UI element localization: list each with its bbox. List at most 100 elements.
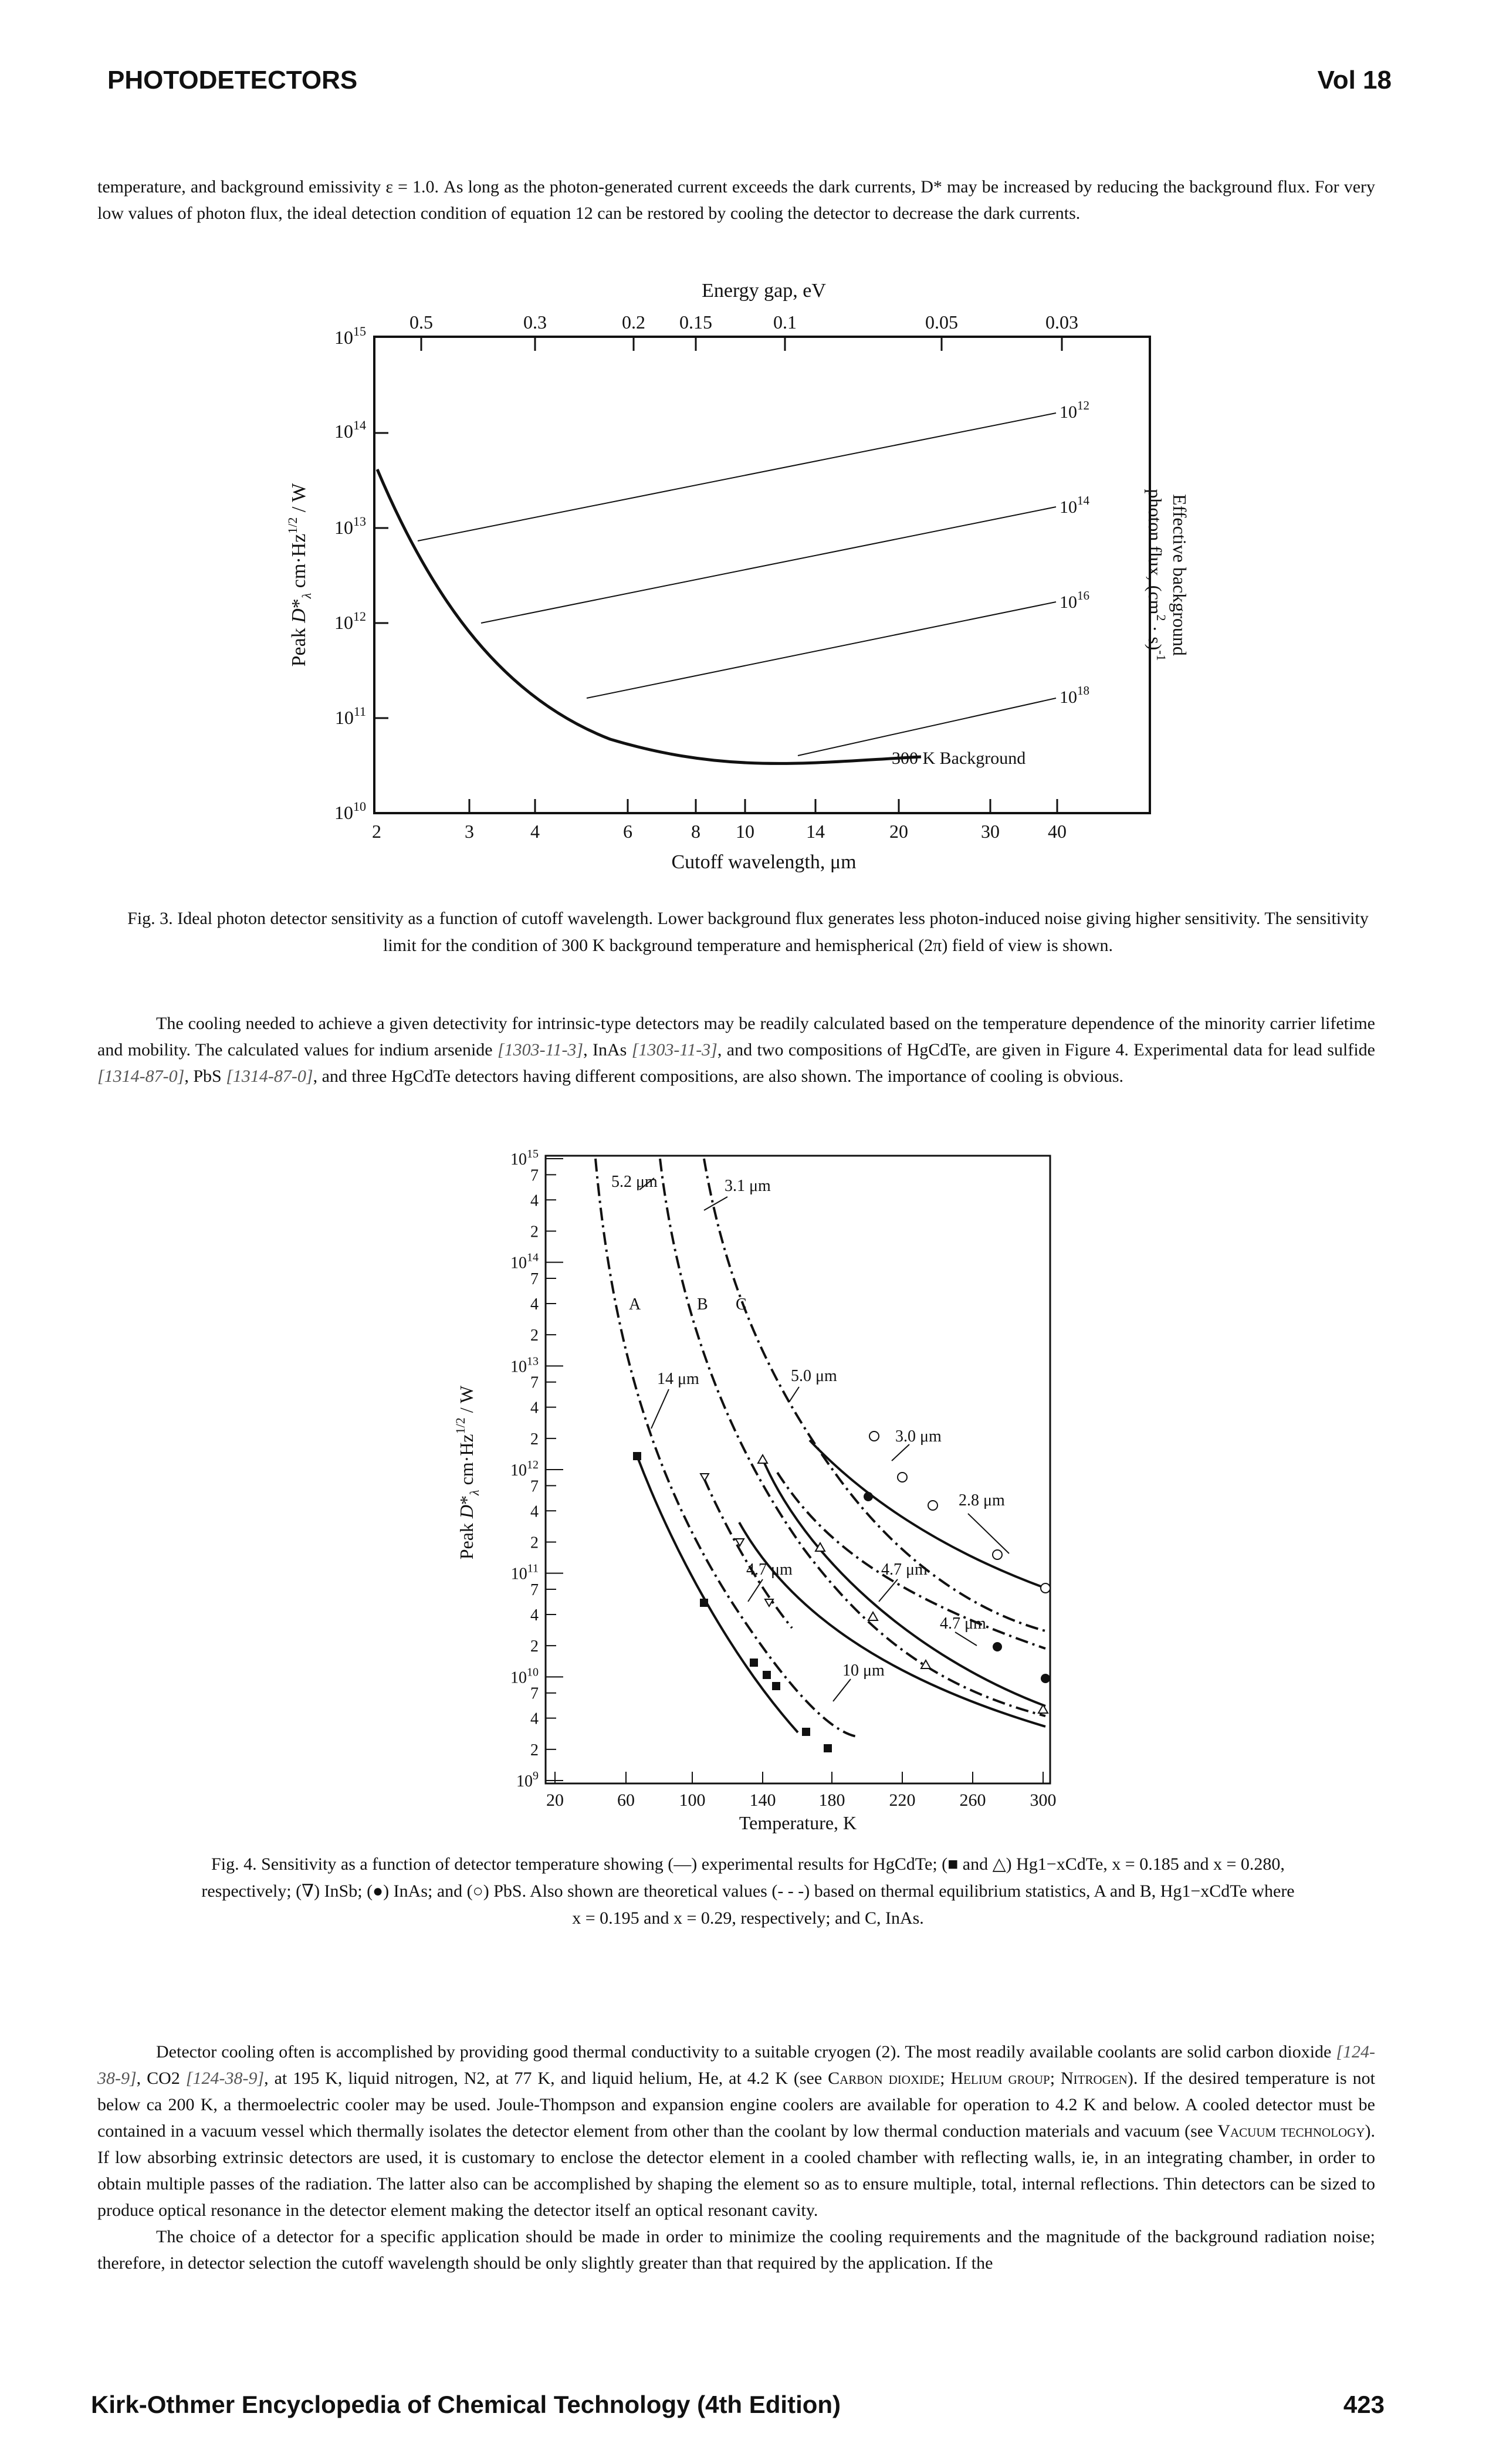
bottom-paragraphs: Detector cooling often is accomplished b… <box>97 2039 1375 2276</box>
fig4-x-tick-4: 180 <box>819 1791 845 1810</box>
fig4-y-tick-label: 4 <box>530 1606 539 1624</box>
fig3-x-tick-1: 3 <box>465 821 474 842</box>
running-header-volume: Vol 18 <box>1317 66 1392 94</box>
fig4-y-tick-label: 2 <box>530 1326 539 1345</box>
fig3-y-axis-label: Peak D*λ cm·Hz1/2 / W <box>285 483 314 667</box>
fig4-x-tick-3: 140 <box>750 1791 776 1810</box>
fig3-right-label-2: photon flux, (cm2 · s)-1 <box>1145 489 1169 661</box>
bottom-text-2: , CO2 <box>136 2069 186 2088</box>
fig4-square-markers <box>633 1452 832 1752</box>
fig4-y-tick-label: 4 <box>530 1399 539 1417</box>
fig3-right-label-1: Effective background <box>1169 494 1190 656</box>
fig3-flux-line-14 <box>480 506 1057 624</box>
running-header-title: PHOTODETECTORS <box>107 66 358 94</box>
see-also-links-1[interactable]: Carbon dioxide; Helium group; Nitrogen <box>828 2069 1128 2088</box>
fig4-exp-pbs <box>808 1439 1046 1589</box>
fig4-y-tick-label: 1010 <box>510 1666 539 1687</box>
fig3-limit-curve <box>375 469 922 765</box>
middle-text-2: , InAs <box>583 1040 632 1060</box>
fig4-annot-3-0: 3.0 μm <box>895 1427 942 1446</box>
fig4-y-tick-label: 1014 <box>510 1251 539 1272</box>
fig4-annot-4-7a: 4.7 μm <box>746 1561 793 1579</box>
bottom-text-3: , at 195 K, liquid nitrogen, N2, at 77 K… <box>264 2069 828 2088</box>
bottom-text-5: ). If low absorbing extrinsic detectors … <box>97 2121 1375 2220</box>
fig3-flux-line-12 <box>417 412 1057 541</box>
fig4-y-tick-label: 1012 <box>510 1458 539 1480</box>
cas-ref-inas-1[interactable]: [1303-11-3] <box>497 1040 584 1060</box>
fig4-caption-line-3: x = 0.195 and x = 0.29, respectively; an… <box>572 1908 924 1928</box>
fig3-top-tick-0: 0.5 <box>409 312 433 333</box>
fig4-leader-lines <box>639 1177 1010 1702</box>
fig4-exp-hgcdte-280 <box>761 1458 1046 1707</box>
fig4-y-tick-label: 109 <box>516 1769 539 1791</box>
fig3-top-axis-title: Energy gap, eV <box>702 280 826 302</box>
fig3-top-tick-2: 0.2 <box>622 312 645 333</box>
figure-3: Energy gap, eV 0.5 0.3 0.2 0.15 0.1 0.05… <box>285 280 1190 873</box>
footer-page-number: 423 <box>1343 2391 1385 2418</box>
fig4-annot-4-7c: 4.7 μm <box>940 1615 986 1633</box>
fig3-x-tick-9: 40 <box>1048 821 1067 842</box>
fig4-annot-14: 14 μm <box>657 1370 699 1388</box>
fig3-flux-label-1: 1014 <box>1060 493 1090 517</box>
fig4-curve-B <box>659 1158 1046 1717</box>
cas-ref-inas-2[interactable]: [1303-11-3] <box>631 1040 717 1060</box>
fig4-x-axis-label: Temperature, K <box>739 1812 857 1833</box>
middle-text-3: , and two compositions of HgCdTe, are gi… <box>717 1040 1375 1060</box>
cas-ref-co2-2[interactable]: [124-38-9] <box>185 2069 265 2088</box>
fig3-flux-label-0: 1012 <box>1060 398 1089 422</box>
fig4-annot-C: C <box>736 1295 747 1314</box>
middle-paragraph: The cooling needed to achieve a given de… <box>97 1010 1375 1089</box>
fig4-annot-2-8: 2.8 μm <box>959 1491 1005 1509</box>
fig4-annot-A: A <box>629 1295 641 1314</box>
fig4-y-tick-label: 7 <box>530 1685 539 1703</box>
cas-ref-pbs-1[interactable]: [1314-87-0] <box>97 1067 185 1086</box>
fig4-y-tick-label: 1011 <box>511 1562 539 1583</box>
fig4-x-tick-5: 220 <box>889 1791 916 1810</box>
fig4-y-tick-label: 1013 <box>510 1355 539 1376</box>
fig4-plot-frame <box>544 1155 1051 1785</box>
fig4-y-tick-label: 7 <box>530 1166 539 1184</box>
fig4-x-tick-1: 60 <box>617 1791 635 1810</box>
fig4-exp-insb <box>703 1478 793 1629</box>
fig4-caption: Fig. 4. Sensitivity as a function of det… <box>100 1851 1396 1932</box>
fig3-top-tick-6: 0.03 <box>1045 312 1078 333</box>
middle-text-1: The cooling needed to achieve a given de… <box>97 1014 1375 1060</box>
fig3-caption: Fig. 3. Ideal photon detector sensitivit… <box>127 909 1369 955</box>
fig4-x-tick-2: 100 <box>679 1791 706 1810</box>
fig3-flux-label-3: 1018 <box>1060 683 1089 707</box>
fig3-x-tick-7: 20 <box>889 821 908 842</box>
fig4-x-tick-7: 300 <box>1030 1791 1057 1810</box>
cas-ref-pbs-2[interactable]: [1314-87-0] <box>226 1067 313 1086</box>
fig3-y-tick-4: 1011 <box>335 704 366 728</box>
fig4-y-tick-label: 7 <box>530 1270 539 1288</box>
fig3-background-label: 300 K Background <box>892 749 1025 768</box>
fig4-y-tick-label: 7 <box>530 1477 539 1495</box>
fig4-curve-C <box>703 1158 1046 1632</box>
fig3-y-tick-1: 1014 <box>334 418 366 442</box>
intro-text: temperature, and background emissivity ε… <box>97 177 1375 223</box>
fig4-open-circle-markers <box>869 1431 1051 1593</box>
bottom-text-4: ). If the desired temperature is not bel… <box>97 2069 1375 2141</box>
bottom-paragraph-2: The choice of a detector for a specific … <box>97 2227 1375 2273</box>
fig3-y-tick-0: 1015 <box>334 324 366 348</box>
fig4-y-tick-label: 2 <box>530 1430 539 1448</box>
see-also-link-vacuum[interactable]: Vacuum technology <box>1217 2121 1365 2141</box>
fig3-x-tick-3: 6 <box>623 821 632 842</box>
fig3-x-tick-4: 8 <box>691 821 700 842</box>
fig4-filled-circle-markers <box>864 1492 1050 1683</box>
fig4-y-tick-label: 2 <box>530 1223 539 1241</box>
cas-ref-co2-1[interactable]: [124-38-9] <box>97 2042 1375 2088</box>
fig4-y-tick-label: 2 <box>530 1637 539 1656</box>
fig4-exp-hgcdte-185 <box>636 1456 799 1734</box>
fig3-top-tick-1: 0.3 <box>523 312 547 333</box>
fig4-annot-B: B <box>697 1295 708 1314</box>
fig3-x-tick-0: 2 <box>372 821 381 842</box>
fig4-y-tick-label: 4 <box>530 1710 539 1728</box>
fig3-flux-line-16 <box>586 601 1057 699</box>
fig3-x-tick-6: 14 <box>806 821 825 842</box>
fig4-annot-5-2: 5.2 μm <box>611 1173 658 1191</box>
fig4-exp-inas <box>738 1522 1046 1728</box>
fig4-x-tick-0: 20 <box>546 1791 564 1810</box>
fig3-top-tick-5: 0.05 <box>925 312 958 333</box>
fig4-y-tick-label: 1015 <box>510 1148 539 1169</box>
